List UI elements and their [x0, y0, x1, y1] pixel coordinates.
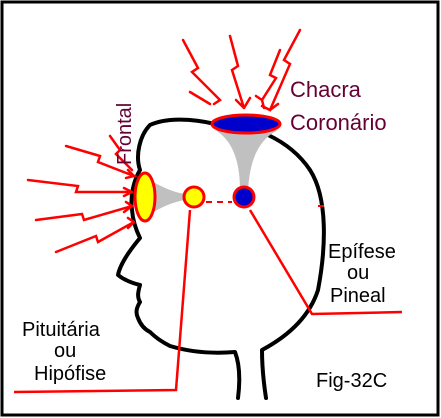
label-pineal: Pineal — [330, 285, 386, 307]
label-chacra: Chacra — [290, 77, 362, 102]
frontal-chakra-disc — [133, 171, 157, 223]
pituitaria-leader-line — [13, 209, 192, 394]
crown-chakra-disc — [210, 113, 282, 135]
label-frontal: Frontal — [114, 103, 136, 165]
frontal-incoming-rays — [26, 134, 139, 254]
epifese-leader-line — [248, 209, 403, 316]
crown-energy-funnel — [215, 130, 278, 190]
label-epifese: Epífese — [328, 241, 396, 263]
pituitary-gland-dot — [182, 185, 206, 209]
label-pituitaria: Pituitária — [22, 319, 101, 341]
head-outline — [116, 117, 326, 400]
crown-incoming-rays — [181, 28, 302, 112]
frontal-energy-funnel — [150, 180, 185, 214]
label-epifese-ou: ou — [347, 262, 369, 284]
figure-id-label: Fig-32C — [316, 370, 387, 392]
pineal-gland-dot — [232, 185, 256, 209]
label-hipofise: Hipófise — [34, 363, 106, 385]
label-pituitaria-ou: ou — [54, 340, 76, 362]
label-coronario: Coronário — [290, 110, 387, 135]
